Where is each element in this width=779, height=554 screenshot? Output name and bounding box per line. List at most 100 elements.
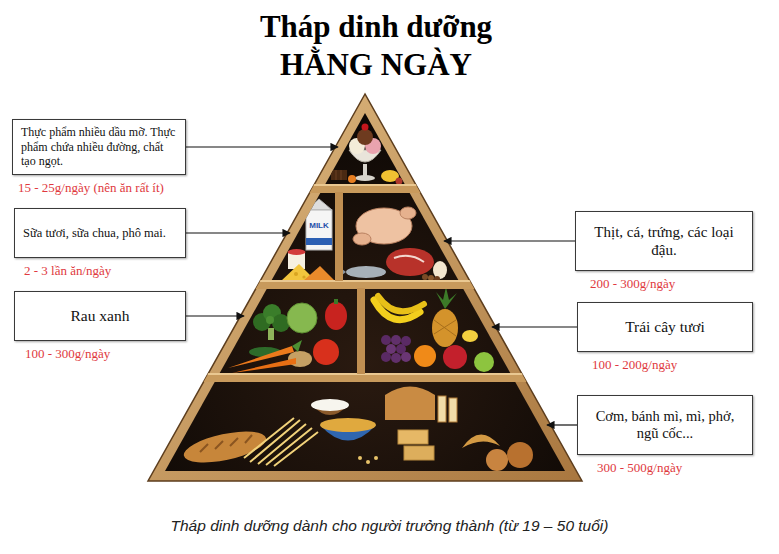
daily-amount: 200 - 300g/ngày <box>575 276 753 292</box>
sundae <box>363 164 367 176</box>
candy <box>331 170 403 185</box>
box-outline: Rau xanh <box>14 291 186 341</box>
vegetables <box>334 299 338 304</box>
daily-amount: 100 - 300g/ngày <box>14 346 186 362</box>
grains <box>449 398 457 422</box>
sundae <box>357 129 373 145</box>
daily-amount: 15 - 25g/ngày (nên ăn rất ít) <box>12 180 186 196</box>
meat <box>422 274 428 280</box>
vegetables <box>292 340 302 352</box>
cheese <box>294 272 298 276</box>
box-outline: Trái cây tươi <box>577 302 753 352</box>
food-group-name: Trái cây tươi <box>586 318 744 337</box>
box-outline: Thịt, cá, trứng, các loại đậu. <box>575 211 753 271</box>
fruit <box>374 287 494 372</box>
food-group-name: Thực phẩm nhiều dầu mỡ. Thực phẩm chứa n… <box>21 125 177 168</box>
grains <box>398 430 428 444</box>
fruit <box>474 352 494 372</box>
carton-print: MILK <box>305 222 333 230</box>
diagram-title: Tháp dinh dưỡng HẰNG NGÀY <box>241 8 511 84</box>
grains <box>244 418 318 466</box>
grains <box>462 434 500 448</box>
vegetables <box>228 299 347 373</box>
leader-arrow <box>186 146 338 147</box>
candy <box>396 178 403 185</box>
candy <box>341 170 342 180</box>
candy <box>331 170 347 180</box>
leader-arrow <box>444 240 575 241</box>
candy <box>348 175 356 183</box>
vegetables <box>287 303 317 333</box>
cheese <box>281 264 335 281</box>
fruit <box>378 296 424 311</box>
food-group-box: Trái cây tươi 100 - 200g/ngày <box>577 302 753 373</box>
pyramid-shelf <box>357 288 365 374</box>
fruit <box>462 330 478 342</box>
grains <box>486 449 508 471</box>
fruit <box>414 345 436 367</box>
grains <box>181 387 533 472</box>
food-group-box: Cơm, bánh mì, mì, phở, ngũ cốc...300 - 5… <box>577 395 753 476</box>
meat <box>353 233 371 245</box>
food-group-name: Cơm, bánh mì, mì, phở, ngũ cốc... <box>586 408 744 443</box>
leader-arrow <box>547 424 577 425</box>
daily-amount: 2 - 3 lần ăn/ngày <box>14 263 186 279</box>
pyramid-shelf <box>140 184 590 193</box>
fruit <box>434 320 456 336</box>
grains <box>385 387 435 421</box>
fruit <box>381 352 391 362</box>
leader-arrow <box>492 326 577 327</box>
vegetables <box>268 328 274 340</box>
fruit <box>391 335 401 345</box>
box-outline: Cơm, bánh mì, mì, phở, ngũ cốc... <box>577 395 753 455</box>
sundae <box>349 124 381 182</box>
pyramid-shelf <box>140 280 590 289</box>
fruit <box>432 309 458 347</box>
box-outline: Thực phẩm nhiều dầu mỡ. Thực phẩm chứa n… <box>12 119 186 175</box>
food-group-name: Rau xanh <box>23 307 177 326</box>
grains <box>320 418 376 432</box>
meat <box>433 261 447 279</box>
food-group-box: Rau xanh 100 - 300g/ngày <box>14 291 186 362</box>
vegetables <box>313 339 339 365</box>
fruit <box>391 353 401 363</box>
vegetables <box>325 302 347 330</box>
fruit <box>443 345 467 369</box>
food-group-name: Thịt, cá, trứng, các loại đậu. <box>584 223 744 259</box>
food-group-box: Thịt, cá, trứng, các loại đậu. 200 - 300g… <box>575 211 753 292</box>
fruit <box>401 352 411 362</box>
vegetables <box>266 316 274 324</box>
figure-caption: Tháp dinh dưỡng dành cho người trưởng th… <box>0 517 779 535</box>
meat <box>400 207 416 219</box>
grains <box>311 399 349 411</box>
sundae <box>355 175 375 181</box>
fruit <box>436 287 457 309</box>
food-group-name: Sữa tươi, sữa chua, phô mai. <box>23 226 177 241</box>
leader-arrow <box>186 315 244 316</box>
pyramid-shelf <box>140 184 590 186</box>
grains <box>181 426 269 469</box>
food-illustration <box>181 124 533 472</box>
meat <box>386 248 434 276</box>
yogurt-cup <box>288 249 306 255</box>
grains <box>200 435 252 452</box>
daily-amount: 100 - 200g/ngày <box>577 357 753 373</box>
grains <box>366 460 370 464</box>
grains <box>404 446 434 460</box>
fruit <box>381 335 391 345</box>
grains <box>507 442 533 468</box>
box-outline: Sữa tươi, sữa chua, phô mai. <box>14 208 186 258</box>
grains <box>358 456 362 460</box>
yogurt-cup <box>288 249 306 269</box>
candy <box>336 170 337 180</box>
milk-carton <box>306 199 332 250</box>
meat <box>338 207 447 282</box>
milk-carton <box>306 210 332 250</box>
vegetables <box>232 358 296 373</box>
pyramid-shelf <box>140 280 590 282</box>
leader-arrow <box>186 232 290 233</box>
pyramid-shelf <box>140 184 590 382</box>
food-group-box: Sữa tươi, sữa chua, phô mai. 2 - 3 lần ăn… <box>14 208 186 279</box>
cheese <box>302 275 305 278</box>
